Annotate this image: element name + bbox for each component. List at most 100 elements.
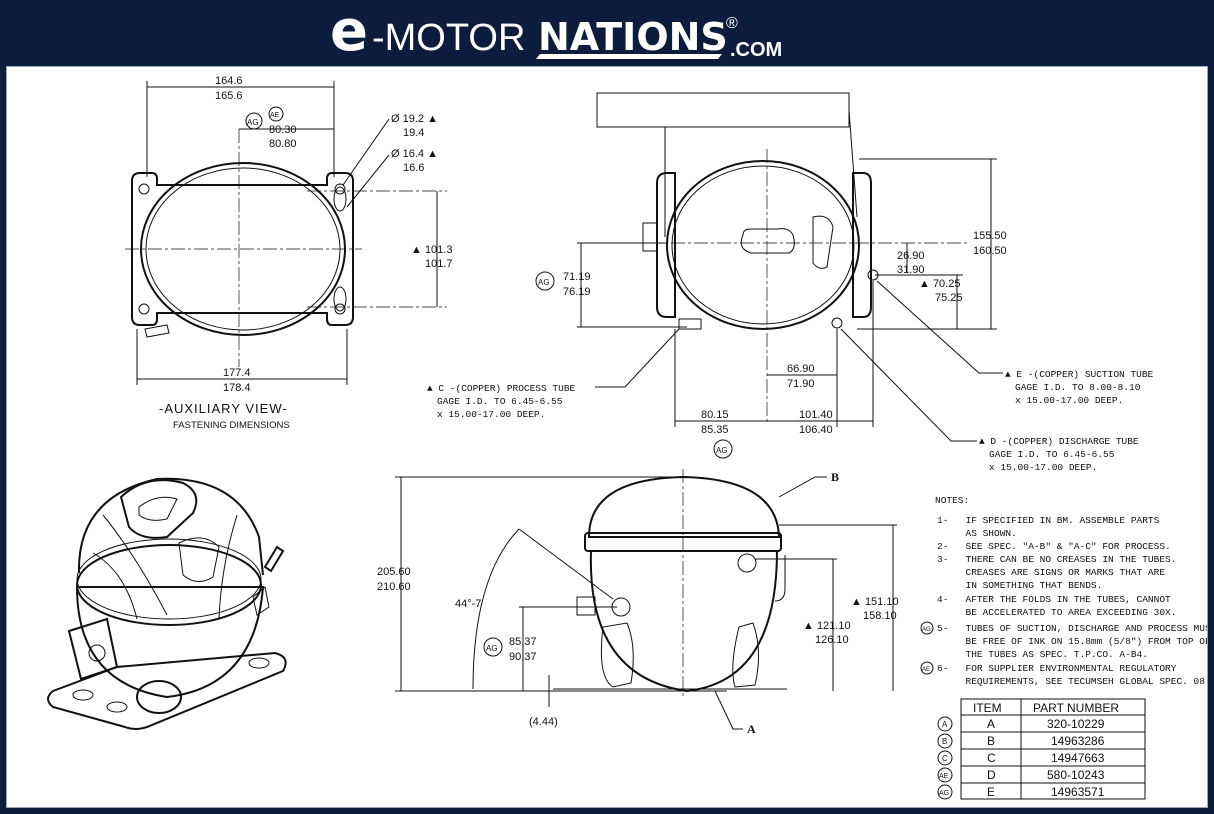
- aux-dia2-b: 16.6: [403, 162, 424, 174]
- parts-row-badge: C: [942, 754, 948, 763]
- parts-table-header-part: PART NUMBER: [1033, 701, 1119, 715]
- side-dim-right-a: ▲ 151.10: [851, 596, 899, 608]
- top-badge-ag2: AG: [716, 446, 728, 455]
- side-dome: [587, 475, 781, 538]
- iso-handle: [119, 479, 198, 539]
- iso-base-plate: [47, 651, 287, 730]
- iso-dome-rib-2: [218, 514, 238, 620]
- parts-row-badge-circle: [937, 767, 953, 783]
- top-dim-r3-b: 75.25: [935, 292, 963, 304]
- notes-title: NOTES:: [935, 495, 969, 506]
- notes-block: NOTES: 1- IF SPECIFIED IN BM. ASSEMBLE P…: [920, 495, 1214, 687]
- parts-row-item: A: [987, 717, 995, 731]
- side-leg-left: [600, 622, 634, 688]
- note-line: BE ACCELERATED TO AREA EXCEEDING 30X.: [937, 607, 1176, 618]
- top-nameplate-box: [596, 92, 850, 128]
- aux-dim-ae-b: 80.80: [269, 138, 297, 150]
- parts-row-badge: A: [942, 720, 948, 729]
- logo-motor: -MOTOR: [372, 17, 525, 59]
- top-dome-recess: [740, 228, 795, 254]
- note-line: 6- FOR SUPPLIER ENVIRONMENTAL REGULATORY: [937, 663, 1177, 674]
- aux-hole-tl: [138, 183, 150, 195]
- top-dim-m1-b: 71.90: [787, 378, 815, 390]
- parts-row-item: B: [987, 734, 995, 748]
- top-dim-b1-a: 80.15: [701, 409, 729, 421]
- logo-registered: ®: [726, 15, 738, 32]
- callout-e-leader: [876, 280, 1003, 374]
- iso-handle-lug: [178, 537, 220, 582]
- top-dim-left-a: 71.19: [563, 271, 591, 283]
- side-dim-right-b: 158.10: [863, 610, 897, 622]
- aux-hole-tr: [334, 183, 346, 195]
- note-line: AS SHOWN.: [937, 528, 1017, 539]
- top-badge-ag2-circle: [713, 439, 733, 459]
- top-nameplate-leader-r: [848, 109, 858, 218]
- aux-dia2-a: Ø 16.4 ▲: [391, 148, 438, 160]
- top-dim-r3-a: ▲ 70.25: [919, 278, 960, 290]
- logo-e: e: [330, 6, 368, 60]
- aux-dim-bot-b: 178.4: [223, 382, 251, 394]
- iso-side-tube: [252, 586, 270, 616]
- side-dim-mid-a: ▲ 121.10: [803, 620, 851, 632]
- top-discharge-tube: [831, 317, 843, 329]
- top-dim-r1-a: 155.50: [973, 230, 1007, 242]
- parts-row-badge-circle: [937, 733, 953, 749]
- aux-badge-ae-circle: [268, 106, 284, 122]
- callout-c-line3: x 15.00-17.00 DEEP.: [437, 409, 545, 420]
- iso-terminal-knob: [88, 644, 106, 662]
- side-angle: 44°-7': [455, 598, 484, 610]
- parts-table-header-item: ITEM: [973, 701, 1002, 715]
- parts-row-badge: B: [942, 737, 947, 746]
- iso-base-hole-2: [106, 701, 128, 713]
- top-badge-ag-circle: [535, 271, 555, 291]
- top-terminal-box: [642, 222, 658, 252]
- iso-grommet-foot: [136, 680, 182, 714]
- side-dim-h-b: 210.60: [377, 581, 411, 593]
- note5-badge-circle: [920, 621, 934, 635]
- side-label-b: B: [831, 470, 839, 484]
- iso-suction-tube: [263, 545, 285, 573]
- aux-view-subtitle: FASTENING DIMENSIONS: [173, 420, 290, 431]
- technical-drawing: 164.6 165.6 AG AE 80.30 80.80 Ø 19.2 ▲ 1…: [47, 75, 1214, 800]
- tube-callouts: ▲ C -(COPPER) PROCESS TUBE GAGE I.D. TO …: [427, 369, 1154, 473]
- callout-d-leader: [840, 328, 977, 442]
- top-dim-r2-b: 31.90: [897, 264, 925, 276]
- iso-handle-inner: [138, 496, 178, 521]
- top-view: AG 71.19 76.19 155.50 160.50 26.90 31.90…: [535, 92, 1007, 459]
- side-angle-arc: [472, 528, 520, 690]
- aux-dia2-leader: [346, 154, 390, 208]
- note6-badge: AE: [922, 667, 930, 673]
- aux-dia1-a: Ø 19.2 ▲: [391, 113, 438, 125]
- top-dim-r1-b: 160.50: [973, 245, 1007, 257]
- isometric-view: [47, 477, 287, 730]
- top-badge-ag: AG: [538, 278, 550, 287]
- side-suction-pipe: [774, 555, 786, 602]
- aux-dim-right-b: 101.7: [425, 258, 453, 270]
- parts-row-part: 320-10229: [1047, 717, 1105, 731]
- note6-badge-circle: [920, 661, 934, 675]
- header-bar: e -MOTOR NATIONS ® .COM: [0, 0, 1214, 64]
- brand-logo[interactable]: e -MOTOR NATIONS ® .COM: [330, 6, 890, 60]
- iso-body-belt: [76, 544, 262, 626]
- aux-tube-stub: [144, 324, 170, 338]
- top-body-shell: [666, 160, 860, 330]
- aux-dim-top-b: 165.6: [215, 90, 243, 102]
- iso-body-belt-2: [76, 538, 262, 620]
- aux-slot-tr: [333, 186, 347, 212]
- iso-dome-rib-3: [92, 552, 138, 620]
- side-dim-base-a: 85.37: [509, 636, 537, 648]
- note-line: REQUIREMENTS, SEE TECUMSEH GLOBAL SPEC. …: [937, 676, 1207, 687]
- top-dim-b2-a: 101.40: [799, 409, 833, 421]
- side-dim-base-b: 90.37: [509, 651, 537, 663]
- callout-c-line2: GAGE I.D. TO 6.45-6.55: [437, 396, 563, 407]
- parts-row-part: 14963571: [1051, 785, 1105, 799]
- top-process-tube: [678, 318, 702, 330]
- note-line: IN SOMETHING THAT BENDS.: [937, 580, 1102, 591]
- side-dim-mid-b: 126.10: [815, 634, 849, 646]
- aux-badge-ag: AG: [247, 118, 259, 127]
- logo-nations: NATIONS: [538, 15, 728, 59]
- side-badge-ag-circle: [483, 637, 503, 657]
- logo-underline-icon: [536, 54, 722, 59]
- iso-base-hole-1: [72, 689, 94, 701]
- iso-dome: [77, 477, 264, 576]
